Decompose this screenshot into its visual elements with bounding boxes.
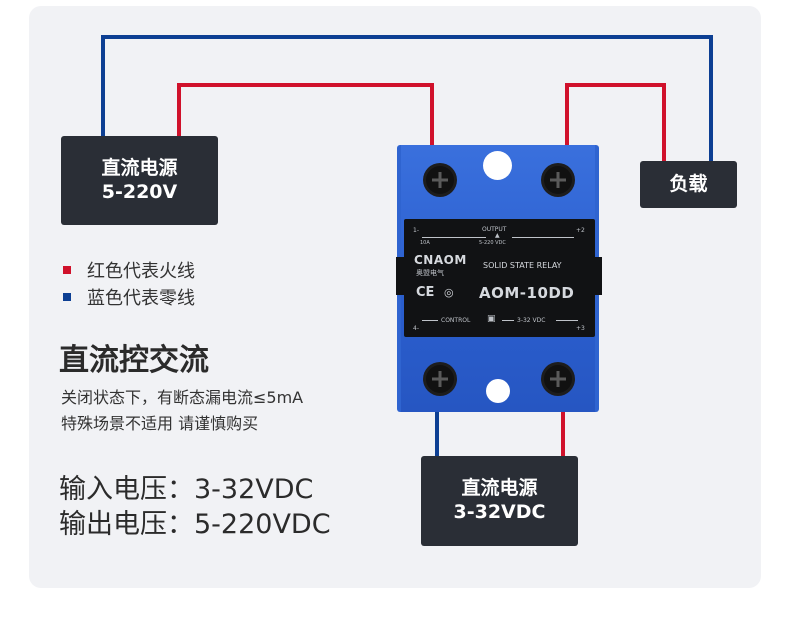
control-line-right (556, 320, 578, 321)
panel-background (29, 6, 761, 588)
live-wire-source (177, 83, 434, 178)
leakage-note: 关闭状态下，有断态漏电流≤5mA (61, 388, 304, 407)
legend-live-text: 红色代表火线 (87, 261, 195, 282)
current-rating: 10A (420, 240, 430, 246)
product-name: SOLID STATE RELAY (483, 261, 562, 270)
terminal-3-screw-icon (544, 365, 572, 393)
control-mode-title: 直流控交流 (59, 343, 209, 378)
dc-power-source-label: 直流电源 5-220V (61, 136, 218, 225)
control-line-left (422, 320, 438, 321)
input-voltage-spec: 输入电压：3-32VDC (59, 474, 314, 505)
output-arrow-icon: ▲ (495, 232, 500, 239)
terminal-1-marking: 1- (413, 227, 419, 234)
dc-source-voltage: 5-220V (101, 180, 178, 203)
control-source-voltage: 3-32VDC (453, 501, 546, 523)
control-power-source-label: 直流电源 3-32VDC (421, 456, 578, 546)
output-voltage-spec: 输出电压：5-220VDC (59, 509, 331, 540)
legend-neutral: 蓝色代表零线 (63, 284, 195, 310)
control-range: 3-32 VDC (517, 317, 546, 324)
output-marking: OUTPUT (482, 226, 507, 233)
mounting-hole-top (483, 151, 512, 180)
blue-square-icon (63, 293, 71, 301)
dc-source-title: 直流电源 (101, 156, 178, 179)
brand-logo: CNAOM (414, 253, 467, 267)
ccc-mark-icon: ◎ (444, 286, 454, 299)
terminal-1-screw-icon (426, 166, 454, 194)
control-line-mid (502, 320, 514, 321)
mounting-hole-bottom (486, 379, 510, 403)
terminal-3-marking: +3 (576, 325, 585, 332)
model-number: AOM-10DD (479, 284, 575, 302)
relay-label-plate: 1- OUTPUT +2 ▲ 10A 5-220 VDC CNAOM 奥盟电气 … (404, 219, 595, 337)
load-label: 负载 (640, 161, 737, 208)
ce-mark-icon: CE (416, 285, 435, 300)
output-line-right (512, 237, 574, 238)
caution-note: 特殊场景不适用 请谨慎购买 (61, 414, 259, 433)
terminal-2-marking: +2 (576, 227, 585, 234)
led-indicator-icon: ▣ (487, 314, 496, 324)
terminal-2-screw-icon (544, 166, 572, 194)
load-text: 负载 (669, 172, 708, 195)
legend-neutral-text: 蓝色代表零线 (87, 288, 195, 309)
live-wire-load (565, 83, 666, 178)
output-range: 5-220 VDC (479, 240, 506, 246)
output-line-left (422, 237, 486, 238)
terminal-4-screw-icon (426, 365, 454, 393)
red-square-icon (63, 266, 71, 274)
control-marking: CONTROL (441, 317, 471, 324)
brand-chinese: 奥盟电气 (416, 269, 444, 277)
neutral-wire-top (101, 35, 713, 161)
terminal-4-marking: 4- (413, 325, 419, 332)
legend-live: 红色代表火线 (63, 257, 195, 283)
control-source-title: 直流电源 (461, 477, 538, 500)
